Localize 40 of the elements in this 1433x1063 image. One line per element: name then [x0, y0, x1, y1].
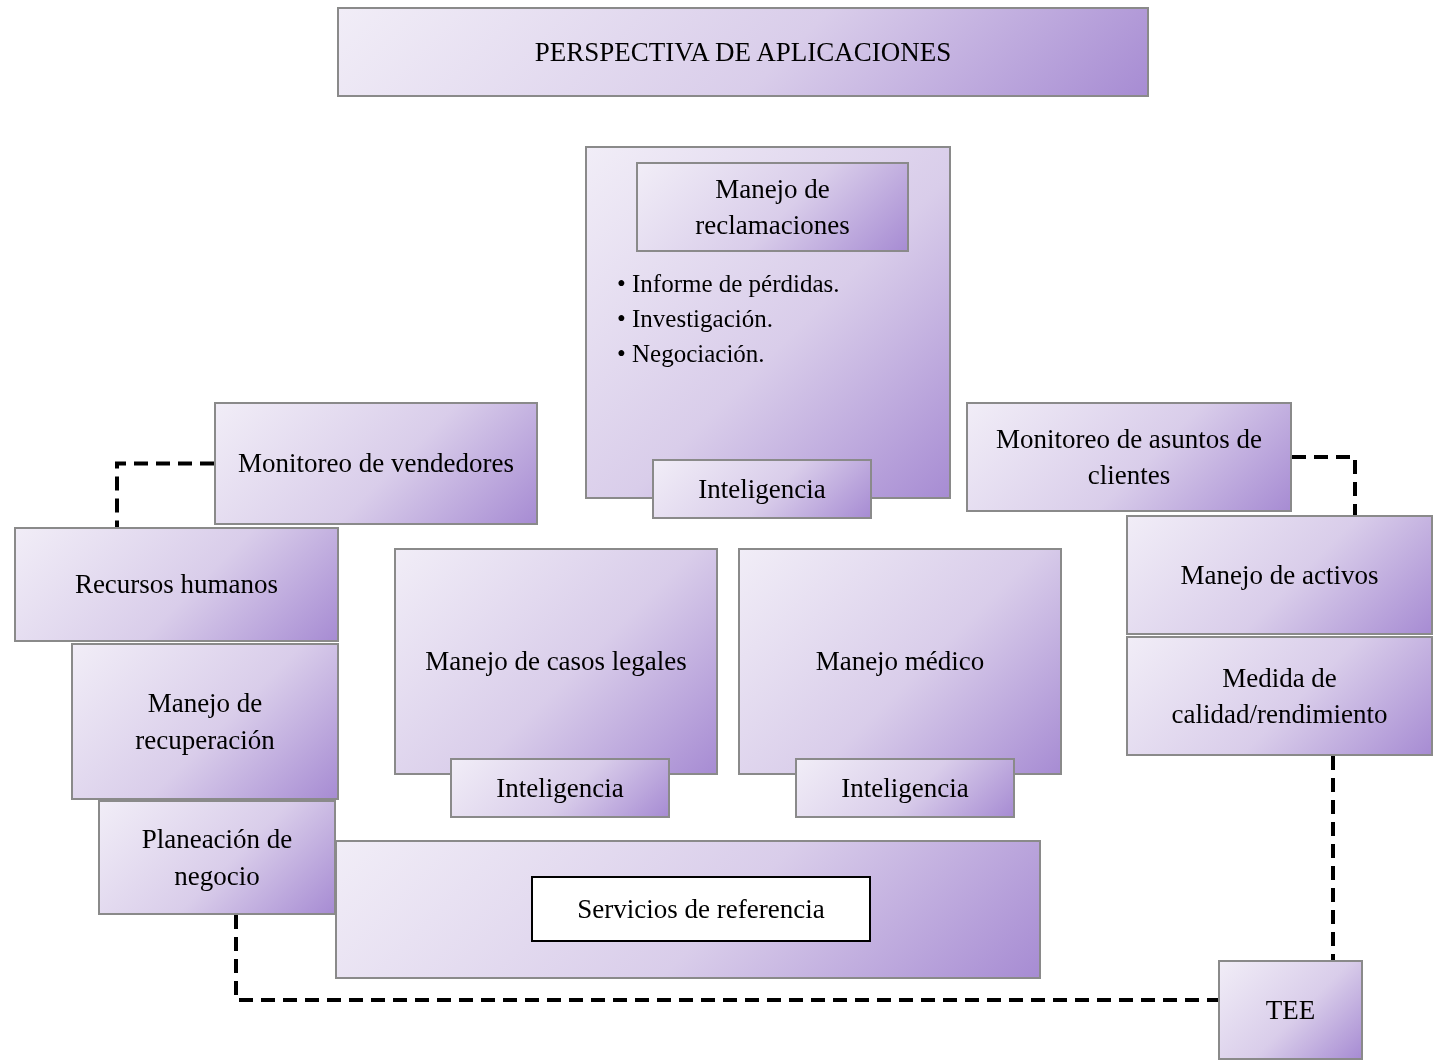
process-box: [1126, 515, 1433, 635]
bullet-item: • Investigación.: [617, 304, 774, 334]
process-box: [636, 162, 909, 252]
process-box: [337, 7, 1149, 97]
process-box: [14, 527, 339, 642]
process-box: [71, 643, 339, 800]
panel-box: [335, 840, 1041, 979]
box-label: Planeación de negocio: [140, 823, 294, 893]
process-box: [1218, 960, 1363, 1060]
process-box: [1126, 636, 1433, 756]
process-box: [531, 876, 871, 942]
dashed-connector: [234, 915, 1218, 1002]
process-box: [98, 800, 336, 915]
box-label: Inteligencia: [697, 472, 827, 506]
bullet-item: • Negociación.: [617, 339, 766, 369]
process-box: [795, 758, 1015, 818]
box-label: Manejo médico: [814, 645, 986, 679]
box-label: Manejo de activos: [1179, 558, 1380, 592]
box-label: Manejo de reclamaciones: [694, 172, 851, 242]
dashed-connector: [115, 461, 214, 527]
box-label: Manejo de recuperación: [134, 687, 276, 757]
dashed-connector: [1331, 756, 1335, 960]
box-label: Monitoreo de asuntos de clientes: [994, 422, 1264, 492]
box-label: Manejo de casos legales: [424, 645, 688, 679]
process-box: [738, 548, 1062, 775]
process-box: [450, 758, 670, 818]
box-label: TEE: [1264, 993, 1317, 1027]
box-label: Medida de calidad/rendimiento: [1170, 661, 1389, 731]
process-box: [966, 402, 1292, 512]
dashed-connector: [1292, 455, 1357, 515]
box-label: Servicios de referencia: [576, 892, 826, 926]
process-box: [652, 459, 872, 519]
box-label: Inteligencia: [495, 771, 625, 805]
box-label: Monitoreo de vendedores: [237, 447, 515, 481]
box-label: Inteligencia: [840, 771, 970, 805]
process-box: [214, 402, 538, 525]
process-box: [394, 548, 718, 775]
bullet-item: • Informe de pérdidas.: [617, 269, 840, 299]
box-label: Recursos humanos: [73, 568, 280, 602]
box-label: PERSPECTIVA DE APLICACIONES: [533, 35, 953, 69]
